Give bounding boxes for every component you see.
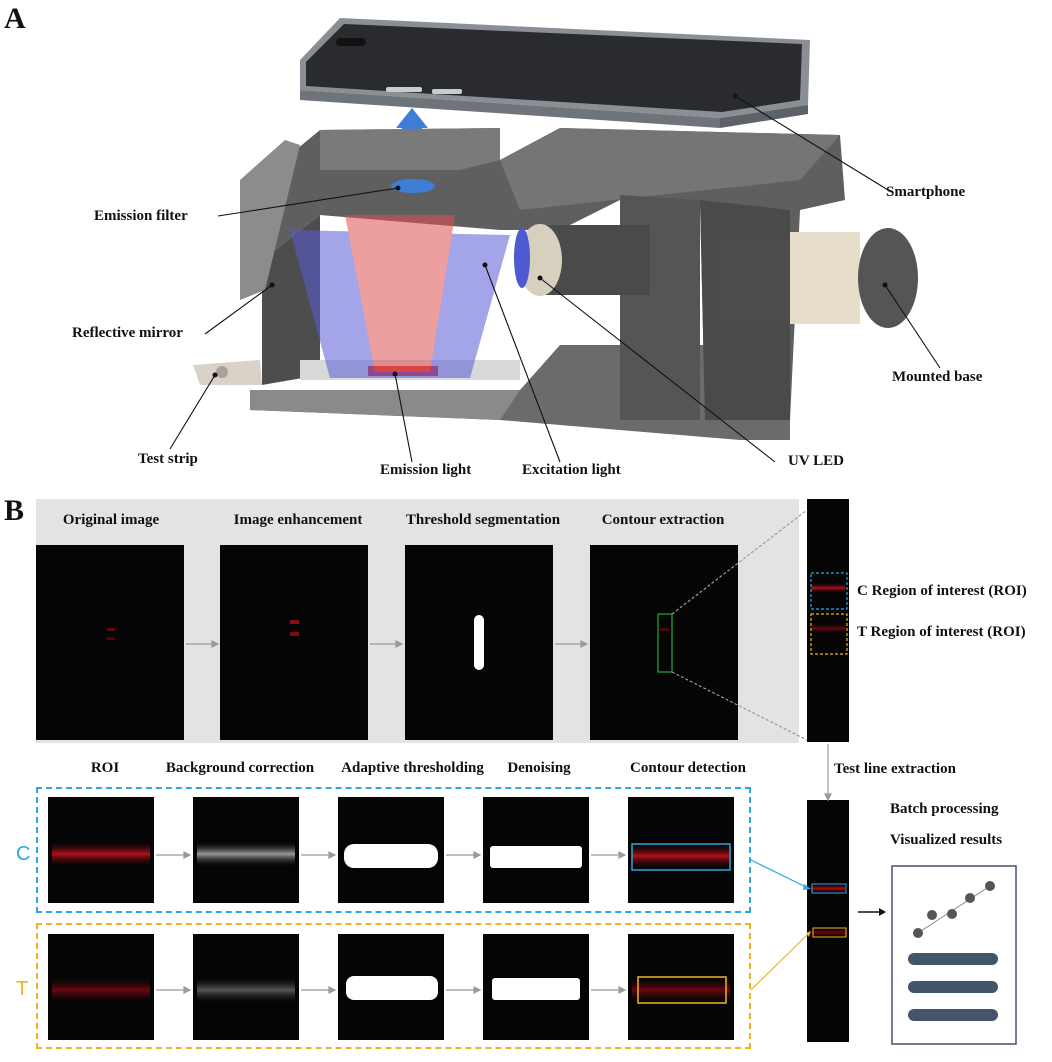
label-test-line-extraction: Test line extraction (834, 761, 956, 777)
enhanced-image (220, 545, 368, 740)
label-emission-filter: Emission filter (94, 208, 188, 224)
t-row-frame (36, 923, 751, 1049)
step-roi: ROI (90, 760, 120, 776)
results-document-icon (891, 865, 1017, 1045)
label-visualized-results: Visualized results (890, 832, 1003, 848)
step-original-image: Original image (62, 512, 160, 528)
label-batch-processing: Batch processing (890, 801, 999, 817)
emission-filter-disc (391, 179, 435, 193)
label-mounted-base: Mounted base (892, 369, 983, 385)
step-background-correction: Background correction (165, 760, 315, 776)
label-uv-led: UV LED (788, 453, 844, 469)
label-emission-light: Emission light (380, 462, 472, 478)
panel-label-a: A (4, 2, 26, 35)
step-image-enhancement: Image enhancement (233, 512, 363, 528)
c-row-frame (36, 787, 751, 913)
smartphone-drawing (300, 18, 810, 128)
label-excitation-light: Excitation light (522, 462, 621, 478)
contour-image (590, 545, 738, 740)
step-contour-detection: Contour detection (630, 760, 746, 776)
leader-lines (169, 95, 941, 463)
uv-led-assembly (514, 224, 918, 328)
panel-label-b: B (4, 494, 25, 527)
original-image (36, 545, 184, 740)
step-denoising: Denoising (507, 760, 571, 776)
row-label-c: C (16, 843, 31, 865)
label-t-roi: T Region of interest (ROI) (857, 624, 1026, 640)
label-c-roi: C Region of interest (ROI) (857, 583, 1027, 599)
strip-zoom-image (807, 499, 849, 742)
row-label-t: T (16, 978, 29, 1000)
extracted-strip-image (807, 800, 849, 1042)
label-smartphone: Smartphone (886, 184, 966, 200)
step-contour-extraction: Contour extraction (601, 512, 725, 528)
label-test-strip: Test strip (138, 451, 198, 467)
step-adaptive-thresholding: Adaptive thresholding (341, 760, 484, 776)
step-threshold-segmentation: Threshold segmentation (405, 512, 561, 528)
label-reflective-mirror: Reflective mirror (72, 325, 183, 341)
light-beams (290, 215, 510, 378)
